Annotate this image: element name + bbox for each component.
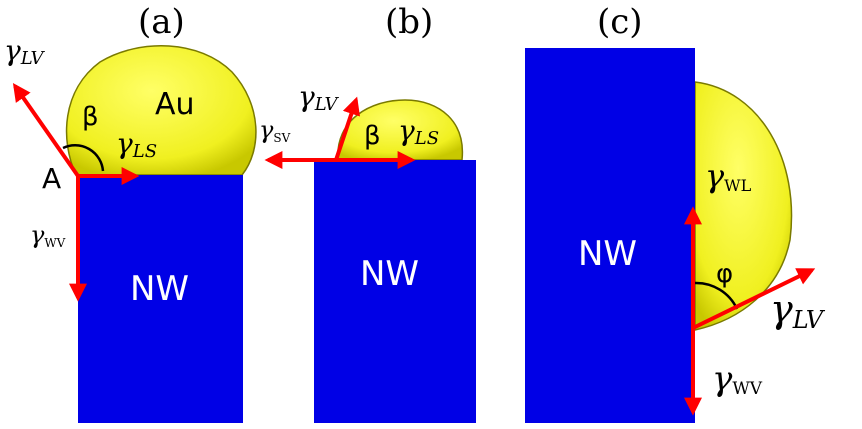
panel-c-nanowire [525,48,695,423]
panel-c-gamma-wl-label: γWL [705,157,752,195]
panel-b-gamma-lv-arrow [334,96,360,161]
panel-c-gamma-wv-label: γWV [712,359,763,399]
panel-a-gamma-ls-label: γLS [116,127,157,162]
panel-a-droplet-label: Au [155,87,195,122]
panel-b-gamma-sv-label: γSV [259,116,291,145]
panel-a-nanowire [78,175,243,423]
panel-a-droplet [65,45,257,176]
panel-b-nanowire [314,160,476,423]
panel-a-angle-label: β [82,102,99,132]
panel-a-angle-arc [62,144,105,172]
panel-b-gamma-ls-label: γLS [398,114,439,149]
panel-b-label: (b) [385,2,433,42]
panel-b: (b) NW β γLV γLS γSV [259,2,476,423]
panel-c-angle-arc [694,281,739,310]
panel-a-gamma-lv-label: γLV [4,34,46,69]
panel-b-gamma-lv-label: γLV [298,80,340,115]
panel-c-label: (c) [597,2,643,42]
panel-c-droplet [694,81,793,331]
panel-a-gamma-lv-arrow [12,83,80,178]
panel-b-angle-label: β [364,121,381,151]
panel-b-nanowire-label: NW [360,254,419,294]
panel-a-point-label: A [42,162,61,195]
panel-a-nanowire-label: NW [130,269,189,309]
panel-c-gamma-lv-label: γLV [770,287,826,334]
panel-c: (c) NW φ γWL γLV γWV [525,2,826,423]
panel-c-nanowire-label: NW [578,234,637,274]
panel-a-gamma-wv-label: γWV [30,221,66,250]
panel-a-label: (a) [138,2,185,42]
panel-c-gamma-lv-arrow [692,268,816,330]
panel-a: (a) Au NW β A γLV γLS γWV [4,2,257,423]
panel-c-angle-label: φ [716,259,733,289]
